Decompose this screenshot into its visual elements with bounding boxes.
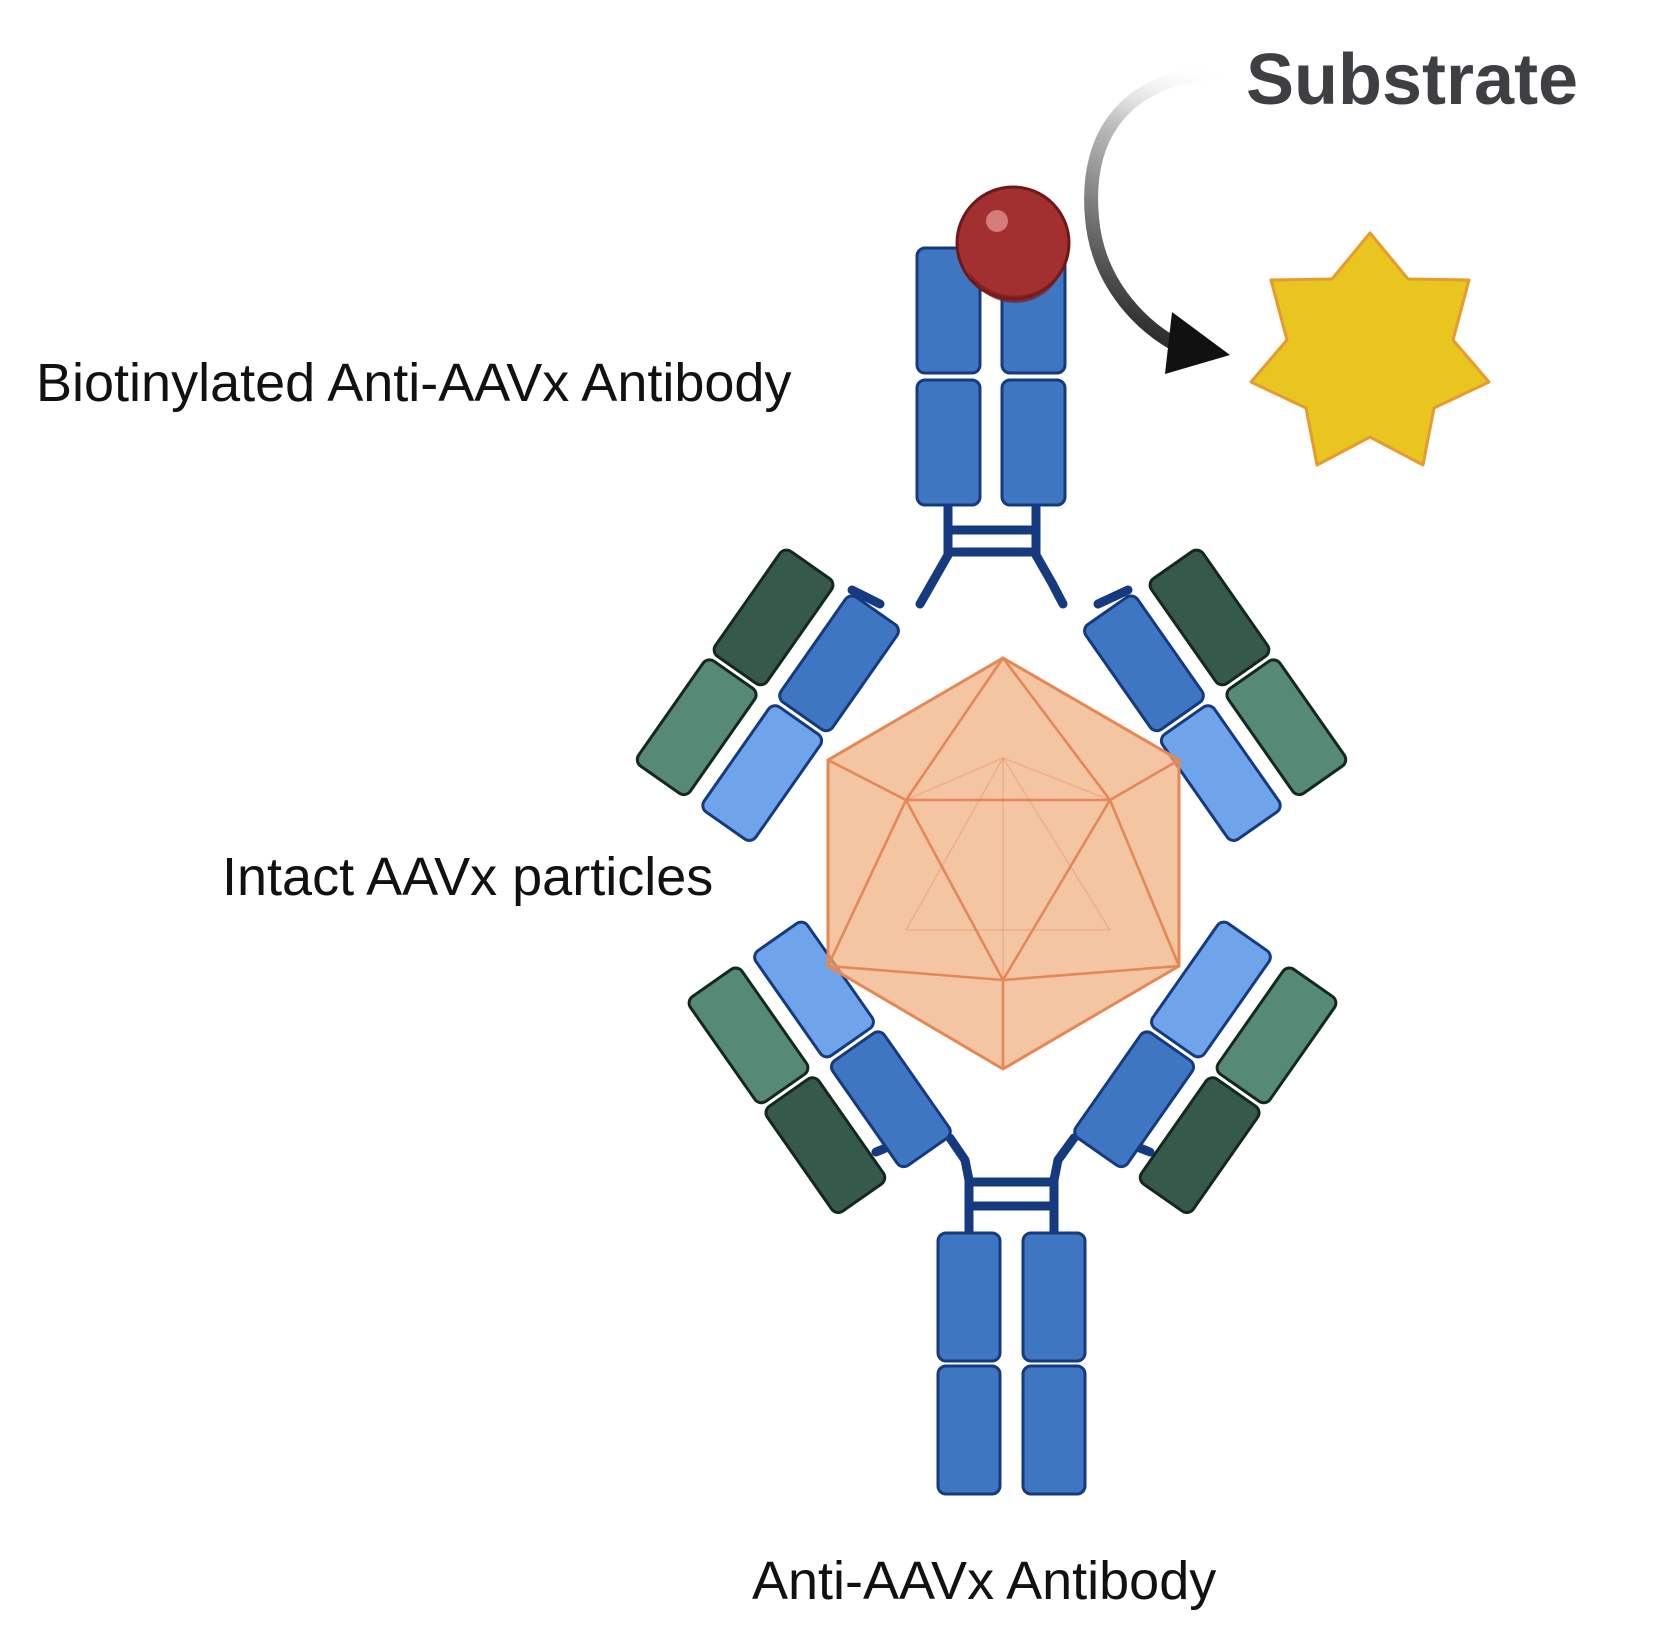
top-left-light-upper xyxy=(712,548,835,687)
bottom-right-light-upper xyxy=(1215,966,1338,1105)
top-right-light-upper xyxy=(1148,548,1271,687)
bottom-antibody-fc-left-upper xyxy=(936,1231,1002,1363)
bottom-antibody-fc xyxy=(936,1231,1087,1496)
top-antibody-fc-left-upper xyxy=(915,246,982,375)
top-right-heavy-upper xyxy=(1083,594,1205,733)
signal-star-icon xyxy=(1249,231,1491,467)
bottom-antibody-fc-left-lower xyxy=(936,1364,1002,1496)
bottom-antibody-right-arm xyxy=(1073,920,1338,1215)
bottom-left-heavy-lower xyxy=(830,1030,952,1169)
top-antibody-fc-right-lower xyxy=(1000,378,1067,507)
top-antibody-left-arm xyxy=(635,548,900,842)
top-left-heavy-lower xyxy=(701,704,824,842)
top-antibody-hinge xyxy=(847,500,1133,609)
aav-particles-label: Intact AAVx particles xyxy=(222,847,714,907)
top-antibody-fc-left-lower xyxy=(915,378,982,507)
top-antibody-right-arm xyxy=(1083,548,1348,842)
biotin-icon xyxy=(955,185,1071,303)
bottom-left-light-upper xyxy=(687,966,810,1105)
biotinylated-antibody-label: Biotinylated Anti-AAVx Antibody xyxy=(36,353,792,413)
capture-antibody xyxy=(687,920,1338,1496)
bottom-left-light-lower xyxy=(764,1076,887,1215)
top-right-heavy-lower xyxy=(1159,704,1282,842)
bottom-antibody-fc-right-lower xyxy=(1021,1364,1087,1496)
top-left-heavy-upper xyxy=(778,594,900,733)
bottom-right-heavy-lower xyxy=(1073,1030,1195,1169)
bottom-antibody-fc-right-upper xyxy=(1021,1231,1087,1363)
substrate-label: Substrate xyxy=(1246,40,1579,120)
aav-capsid-icon xyxy=(826,656,1181,1071)
bottom-right-heavy-upper xyxy=(1150,920,1272,1059)
capture-antibody-label: Anti-AAVx Antibody xyxy=(752,1551,1217,1611)
reaction-arrow-icon xyxy=(1084,65,1230,374)
top-right-light-lower xyxy=(1225,658,1348,797)
bottom-right-light-lower xyxy=(1138,1076,1261,1215)
top-left-light-lower xyxy=(635,658,758,797)
bottom-antibody-left-arm xyxy=(687,920,952,1215)
